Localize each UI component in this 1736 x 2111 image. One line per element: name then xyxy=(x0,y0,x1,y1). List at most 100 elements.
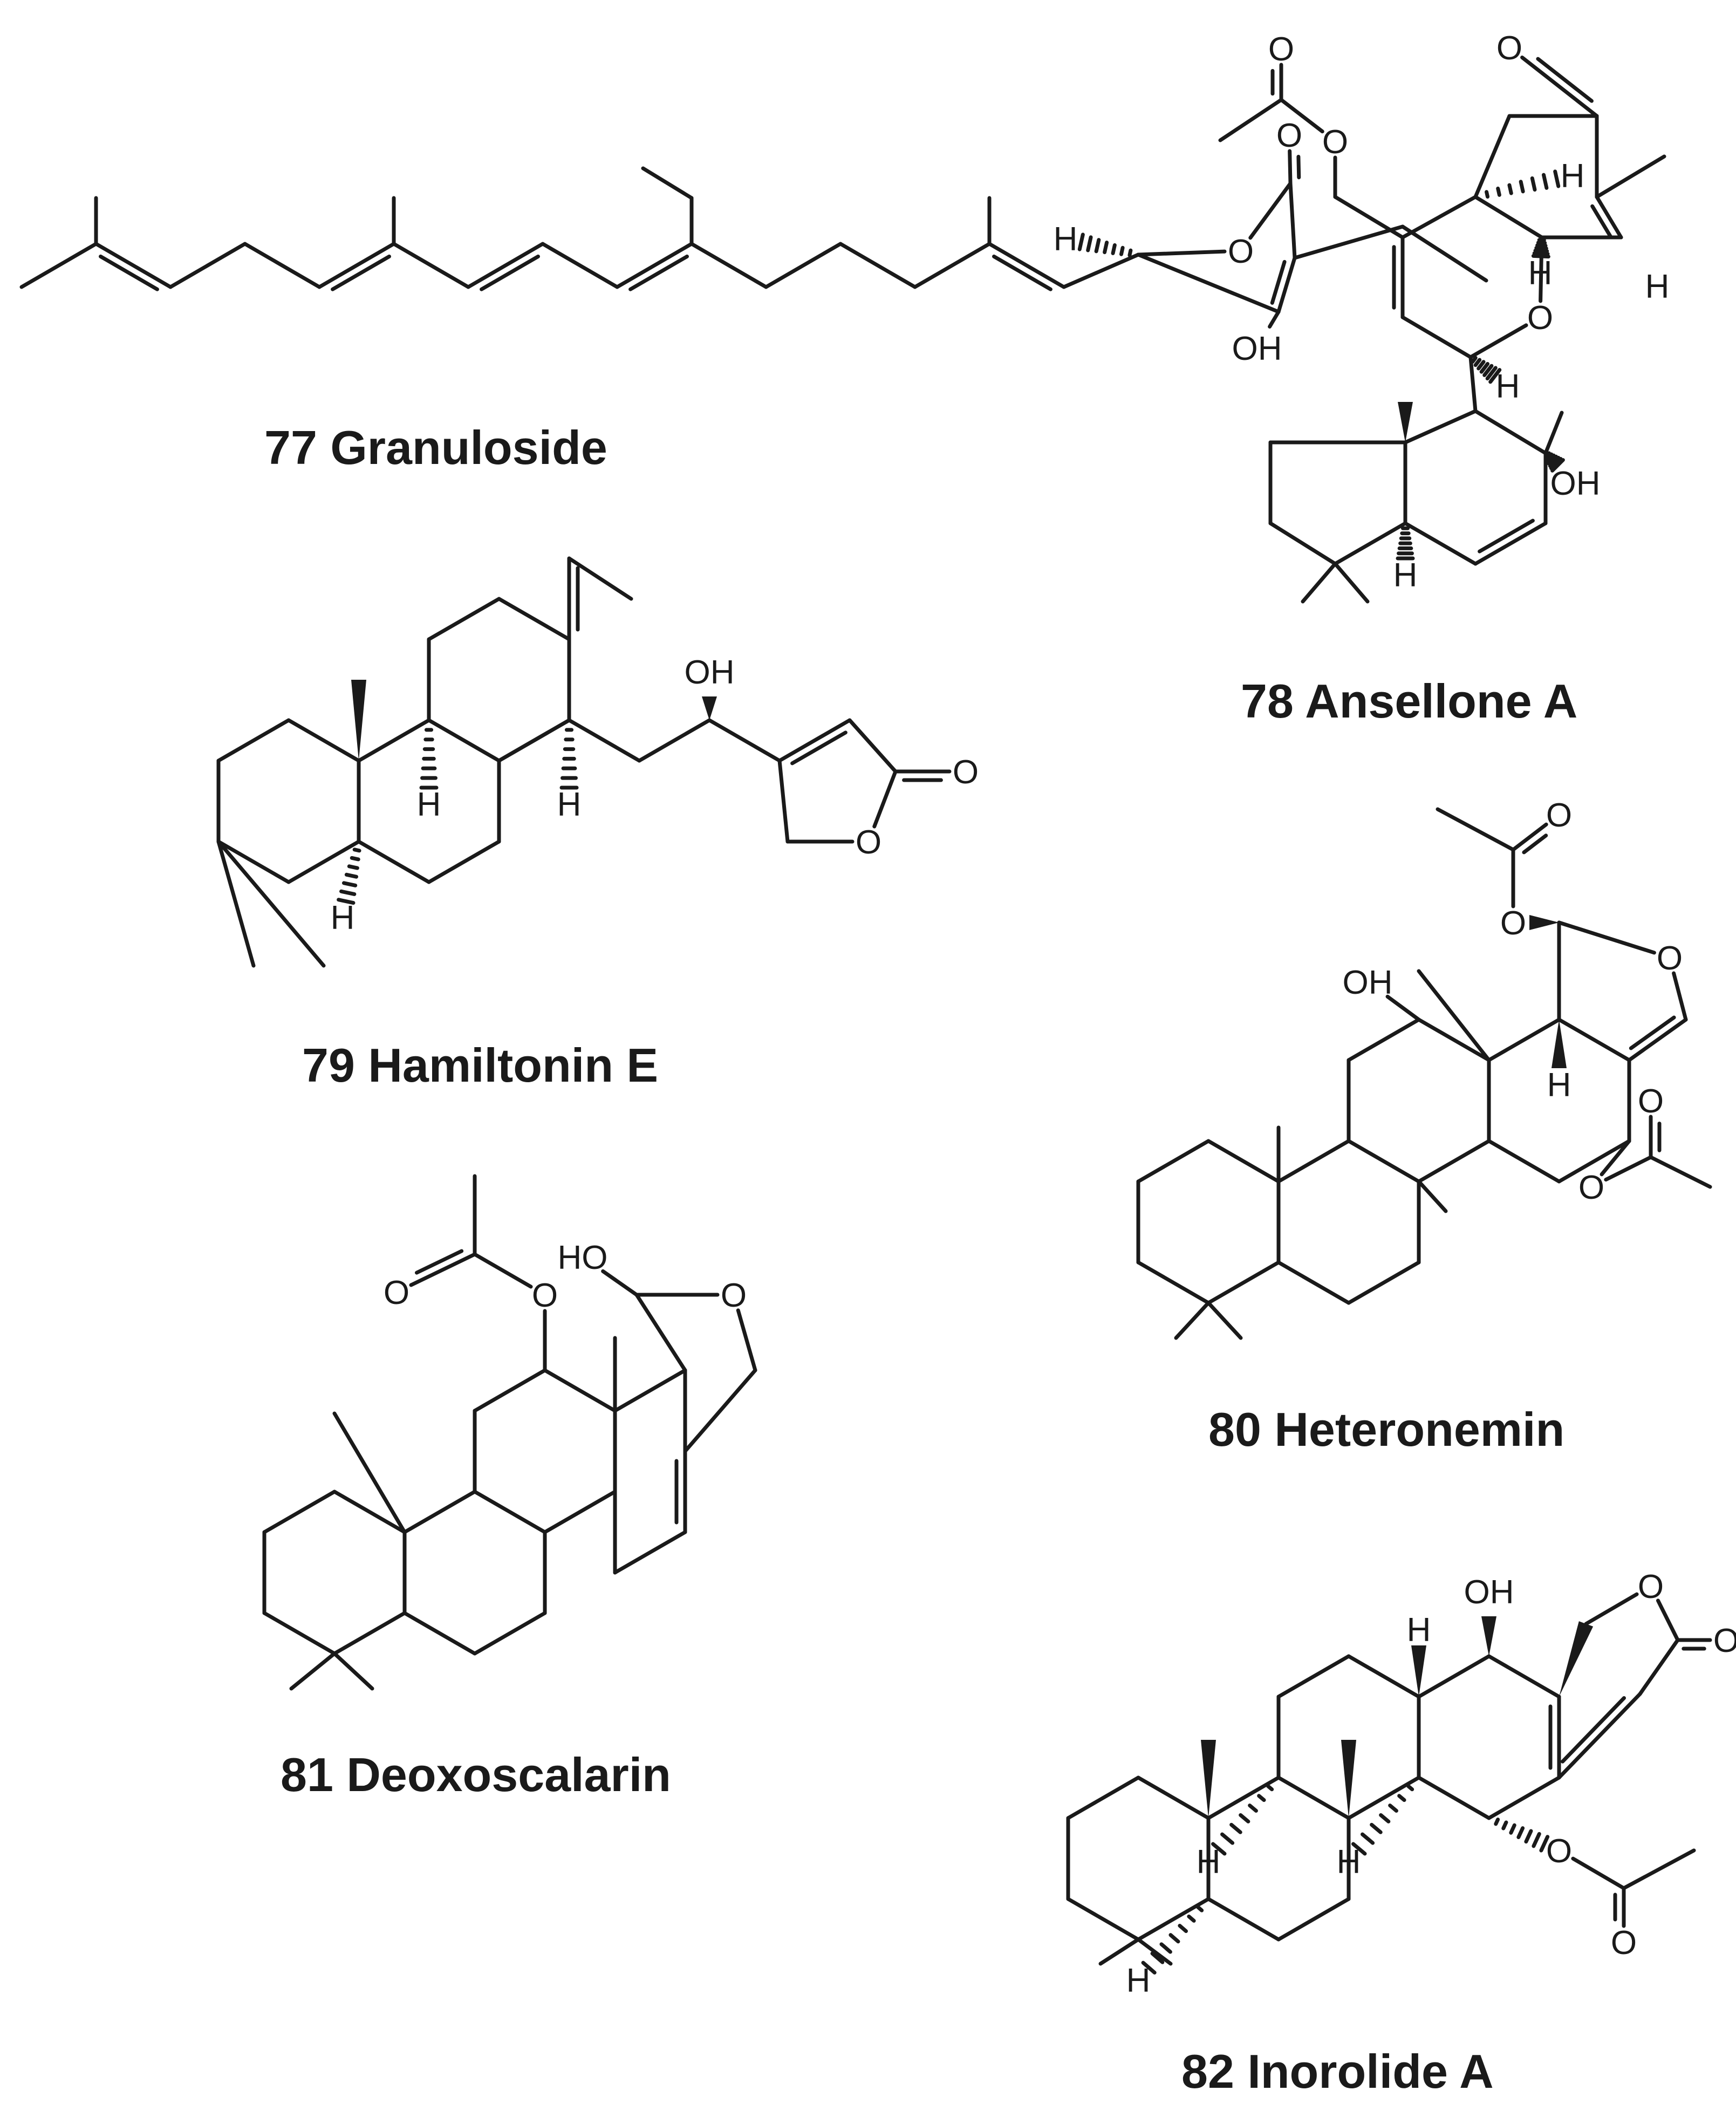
bond-82-32-hash-line xyxy=(1220,1832,1235,1845)
bond-81-31 xyxy=(473,1252,533,1289)
bond-78-25-hash-line xyxy=(1549,456,1563,470)
bond-80-21 xyxy=(1487,1139,1561,1184)
bond-82-37-hash-line xyxy=(1532,1832,1541,1848)
bond-79-13 xyxy=(427,597,501,641)
atom-label-78-h: H xyxy=(1645,268,1670,305)
bond-81-14 xyxy=(543,1368,617,1413)
bond-78-25-hash-line xyxy=(1550,458,1565,473)
bond-79-29 xyxy=(707,718,782,763)
bond-82-33-hash-line xyxy=(1351,1842,1367,1856)
atom-label-78-o: O xyxy=(1268,31,1294,68)
bond-81-34 xyxy=(601,1269,639,1297)
bond-80-23 xyxy=(1174,1301,1211,1340)
bond-81-13 xyxy=(473,1368,547,1413)
atom-label-81-o: O xyxy=(532,1277,558,1314)
atom-label-78-oh: OH xyxy=(1550,465,1601,502)
bond-82-32-hash-line xyxy=(1257,1794,1266,1802)
bond-77-14 xyxy=(689,242,768,289)
caption-80-heteronemin: 80 Heteronemin xyxy=(1208,1403,1564,1456)
bond-81-1 xyxy=(262,1490,337,1534)
atom-label-79-h: H xyxy=(331,899,355,937)
bond-82-37-hash-line xyxy=(1539,1835,1550,1853)
bond-81-22 xyxy=(634,1293,687,1372)
bond-81-11 xyxy=(402,1611,477,1656)
bond-82-21 xyxy=(1417,1775,1491,1820)
bond-77-4 xyxy=(168,242,247,289)
bond-78-35 xyxy=(1333,521,1407,566)
bond-77-11 xyxy=(615,242,694,289)
bond-80-14 xyxy=(1417,1017,1491,1062)
bond-79-21-hash-line xyxy=(344,872,359,879)
bond-82-29-wedge xyxy=(1341,1740,1356,1818)
bond-82-37-hash xyxy=(1494,1818,1550,1853)
bond-81-7 xyxy=(402,1490,477,1534)
bond-77-19 xyxy=(987,242,1066,289)
bond-78-5 xyxy=(1333,195,1405,240)
atom-label-82-h: H xyxy=(1407,1611,1431,1649)
bond-77-9-second xyxy=(480,254,540,291)
bond-82-34-hash-line xyxy=(1150,1951,1165,1964)
bond-77-28 xyxy=(1293,224,1405,260)
bond-82-32-hash xyxy=(1211,1784,1274,1856)
bond-80-2 xyxy=(1206,1139,1281,1184)
bond-77-3-second xyxy=(99,254,159,291)
bond-81-26 xyxy=(332,1411,407,1534)
bond-78-19-hash-line xyxy=(1496,186,1501,197)
atom-label-78-h: H xyxy=(1496,368,1520,405)
bond-80-10 xyxy=(1347,1260,1421,1305)
atom-label-78-h: H xyxy=(1528,255,1553,292)
bond-78-14 xyxy=(1520,56,1599,118)
bond-77-23-second xyxy=(1296,154,1301,180)
atom-label-82-h: H xyxy=(1197,1843,1221,1881)
bond-82-34-hash xyxy=(1141,1905,1204,1975)
bond-82-33-hash-line xyxy=(1388,1803,1398,1813)
bond-77-21 xyxy=(1136,249,1227,257)
bond-78-34 xyxy=(1268,521,1337,566)
atom-label-82-o: O xyxy=(1713,1622,1736,1659)
bond-80-27 xyxy=(1385,994,1421,1022)
bond-78-22 xyxy=(1468,355,1478,413)
bond-80-25 xyxy=(1417,1179,1448,1213)
atom-label-80-o: O xyxy=(1638,1083,1664,1120)
bond-82-27 xyxy=(1557,1692,1642,1780)
bond-78-19-hash-line xyxy=(1485,190,1490,199)
bond-81-4 xyxy=(332,1611,407,1656)
bond-81-28 xyxy=(332,1651,374,1691)
bond-78-20-hash-line xyxy=(1532,251,1550,256)
atom-label-80-o: O xyxy=(1578,1169,1604,1206)
bond-81-25 xyxy=(683,1368,757,1453)
bond-77-1 xyxy=(19,242,98,289)
bond-82-27-second xyxy=(1561,1696,1626,1764)
bond-82-26 xyxy=(1638,1638,1680,1696)
bond-78-21-hash-line xyxy=(1471,356,1478,364)
bond-79-30 xyxy=(777,718,852,763)
bond-80-31 xyxy=(1672,971,1688,1022)
bond-80-33-wedge xyxy=(1529,915,1559,930)
atom-label-82-o: O xyxy=(1638,1568,1664,1606)
bond-82-38 xyxy=(1571,1856,1626,1890)
bond-82-13 xyxy=(1276,1654,1351,1699)
bond-78-19-hash-line xyxy=(1519,180,1525,194)
bond-82-37-hash-line xyxy=(1494,1818,1500,1826)
bond-78-21-hash-line xyxy=(1482,364,1494,377)
bond-78-17 xyxy=(1595,195,1623,240)
bond-80-35 xyxy=(1436,807,1515,852)
bond-79-21-hash-line xyxy=(339,889,357,896)
bond-82-34-hash-line xyxy=(1178,1924,1188,1934)
bond-77-26 xyxy=(1136,252,1281,314)
atom-label-79-oh: OH xyxy=(685,654,735,691)
bond-78-21-hash-line xyxy=(1473,358,1482,367)
bond-78-27 xyxy=(1473,521,1548,566)
bond-77-16 xyxy=(838,242,917,289)
bond-78-24 xyxy=(1543,411,1564,455)
bond-82-32-hash-line xyxy=(1211,1842,1227,1856)
bond-82-16 xyxy=(1347,1775,1421,1820)
bond-78-19-hash-line xyxy=(1530,176,1537,192)
bond-80-38 xyxy=(1604,1155,1653,1182)
bond-77-30-hash xyxy=(1077,233,1133,257)
bond-77-20 xyxy=(1062,252,1140,289)
bond-78-8 xyxy=(1468,323,1528,359)
